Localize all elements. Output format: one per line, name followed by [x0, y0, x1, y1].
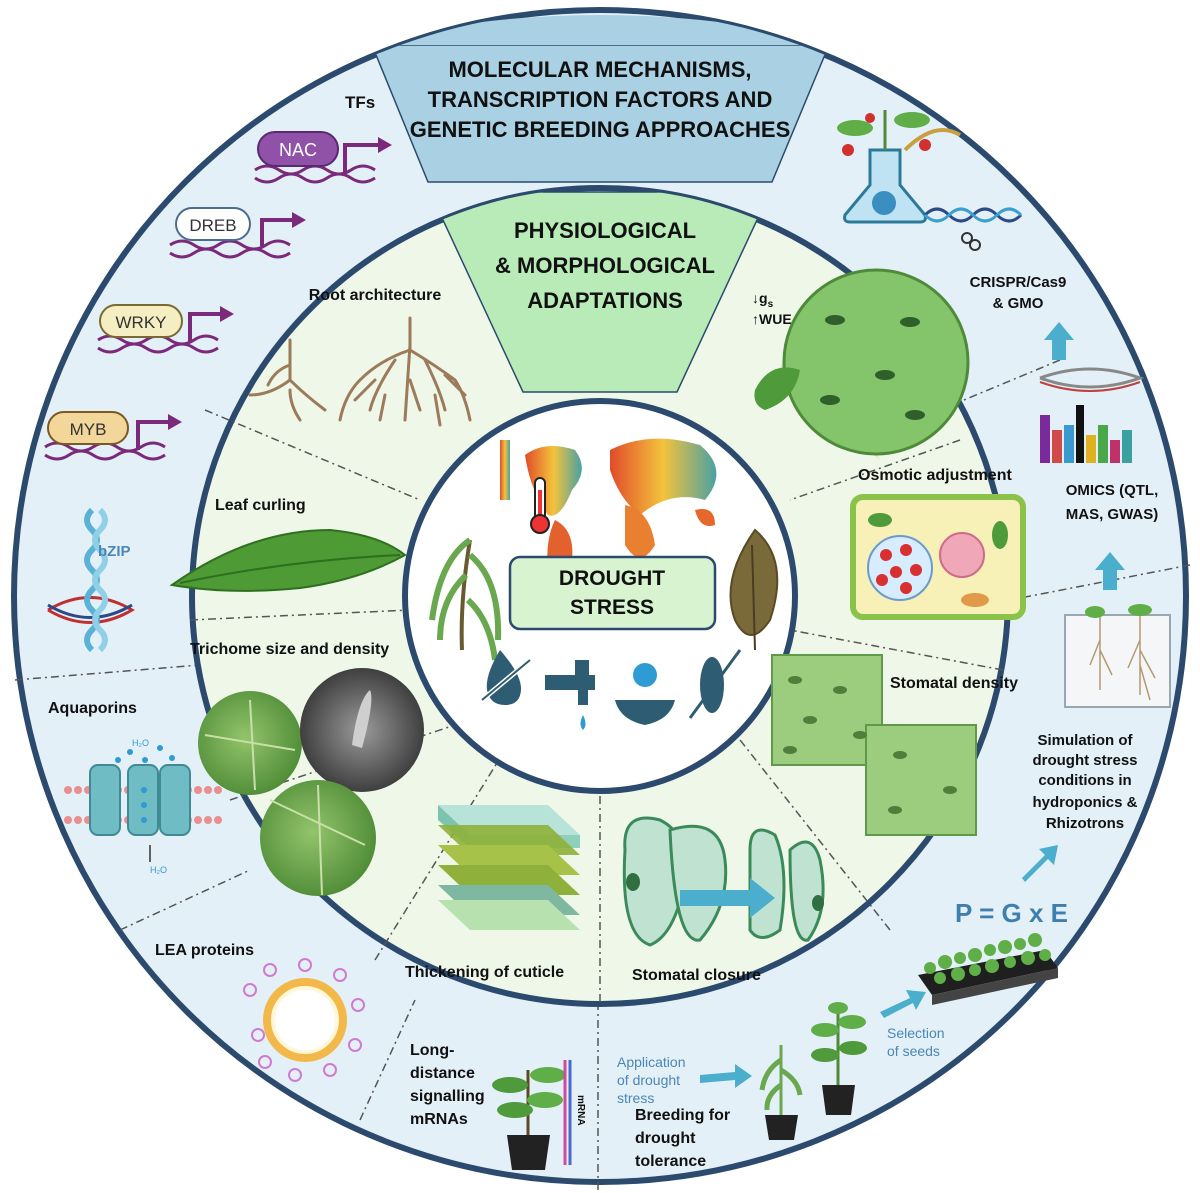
dry-leaf-icon	[729, 528, 779, 651]
dna-scissors-icon	[923, 207, 1023, 251]
outer-header-line-3: GENETIC BREEDING APPROACHES	[410, 117, 791, 142]
sun-cracked-earth-icon	[615, 663, 675, 725]
center-title-line-2: STRESS	[570, 596, 654, 619]
tap-icon	[545, 660, 595, 730]
arrow-up-crispr	[1044, 322, 1074, 360]
stomatal-density-label: Stomatal density	[890, 675, 1018, 692]
tf-nac: NAC	[254, 131, 392, 184]
lea-title: LEA proteins	[155, 942, 254, 959]
wilted-tree-icon	[429, 537, 502, 661]
aquaporins-title: Aquaporins	[48, 700, 137, 717]
simulation-line-3: conditions in	[1038, 772, 1131, 789]
application-line-2: of drought	[617, 1072, 680, 1088]
lea-vesicle-icon	[243, 958, 365, 1082]
inner-header-panel	[428, 191, 772, 393]
seedling-tray-icon	[918, 933, 1058, 1005]
pge-equation: P = G x E	[955, 898, 1068, 928]
long-distance-line-4: mRNAs	[410, 1111, 468, 1128]
long-distance-line-3: signalling	[410, 1088, 485, 1105]
osmotic-label: Osmotic adjustment	[858, 467, 1012, 484]
simulation-line-4: hydroponics &	[1032, 794, 1137, 811]
stomatal-density-tiles-icon	[771, 654, 977, 836]
simulation-line-1: Simulation of	[1038, 732, 1134, 749]
curled-leaf-icon	[169, 528, 407, 592]
breeding-line-3: tolerance	[635, 1153, 706, 1170]
application-line-1: Application	[617, 1054, 686, 1070]
tf-wrky: WRKY	[97, 304, 234, 354]
plant-cell-icon	[850, 494, 1026, 620]
omics-line-1: OMICS (QTL,	[1066, 482, 1159, 499]
crispr-line-2: & GMO	[993, 295, 1044, 312]
wilted-plant-pot-icon	[759, 1045, 803, 1140]
arrow-application	[700, 1064, 752, 1088]
omics-line-2: MAS, GWAS)	[1066, 506, 1159, 523]
aquaporin-h2o-bottom: H₂O	[150, 865, 167, 875]
tf-dreb: DREB	[169, 207, 306, 259]
center-box: DROUGHT STRESS	[508, 555, 717, 631]
potted-plant-mrna-icon: mRNA	[492, 1060, 586, 1170]
selection-line-2: of seeds	[887, 1043, 940, 1059]
gs-label: ↓gs	[752, 290, 774, 310]
stomata-open-icon	[622, 816, 728, 947]
inner-dividers	[189, 409, 1004, 1002]
breeding-line-1: Breeding for	[635, 1107, 730, 1124]
roots-icon	[248, 316, 472, 427]
bzip-label: bZIP	[98, 543, 131, 560]
mrna-label: mRNA	[575, 1095, 586, 1126]
arrow-stomatal-closure	[680, 878, 775, 918]
simulation-line-5: Rhizotrons	[1046, 815, 1124, 832]
leaf-stomata-zoom-icon	[754, 268, 970, 460]
stomatal-closure-label: Stomatal closure	[632, 967, 761, 984]
outer-header-top	[372, 15, 829, 45]
healthy-plant-pot-icon	[811, 1002, 867, 1115]
inner-header-line-2: & MORPHOLOGICAL	[495, 253, 715, 278]
cuticle-layers-icon	[438, 805, 580, 930]
hydroponics-box-icon	[1064, 604, 1171, 708]
cuticle-label: Thickening of cuticle	[405, 964, 564, 981]
inner-header-line-3: ADAPTATIONS	[527, 288, 683, 313]
crispr-line-1: CRISPR/Cas9	[970, 274, 1067, 291]
simulation-line-2: drought stress	[1032, 752, 1137, 769]
arrow-selection	[880, 990, 926, 1018]
wue-label: ↑WUE	[752, 311, 792, 327]
bzip-dna-icon: bZIP	[47, 507, 135, 653]
aquaporin-h2o-top: H₂O	[132, 738, 149, 748]
outer-header-line-1: MOLECULAR MECHANISMS,	[448, 57, 751, 82]
root-architecture-label: Root architecture	[309, 287, 442, 304]
inner-header-line-1: PHYSIOLOGICAL	[514, 218, 696, 243]
breeding-line-2: drought	[635, 1130, 696, 1147]
no-water-icon	[480, 650, 532, 705]
thermometer-icon	[530, 477, 550, 534]
trichome-label: Trichome size and density	[190, 641, 389, 658]
tf-wrky-label: WRKY	[116, 313, 167, 332]
center-title-line-1: DROUGHT	[559, 567, 665, 590]
tf-nac-label: NAC	[279, 140, 317, 160]
stomata-closed-icon	[748, 828, 825, 942]
tf-myb: MYB	[44, 411, 182, 461]
tfs-title: TFs	[345, 93, 375, 112]
trichome-circles-icon	[198, 668, 424, 896]
gwas-manhattan-plot-icon	[1039, 367, 1145, 463]
no-crop-icon	[688, 649, 742, 719]
gmo-flask-plant-icon	[837, 110, 962, 224]
tf-dreb-label: DREB	[189, 216, 236, 235]
aquaporin-membrane-icon: H₂O H₂O	[64, 738, 222, 875]
outer-header-line-2: TRANSCRIPTION FACTORS AND	[428, 87, 773, 112]
leaf-curling-label: Leaf curling	[215, 497, 306, 514]
long-distance-line-2: distance	[410, 1065, 475, 1082]
arrow-up-omics	[1095, 552, 1125, 590]
arrow-up-pge	[1022, 845, 1058, 882]
long-distance-line-1: Long-	[410, 1042, 454, 1059]
application-line-3: stress	[617, 1090, 654, 1106]
selection-line-1: Selection	[887, 1025, 945, 1041]
tf-myb-label: MYB	[70, 420, 107, 439]
